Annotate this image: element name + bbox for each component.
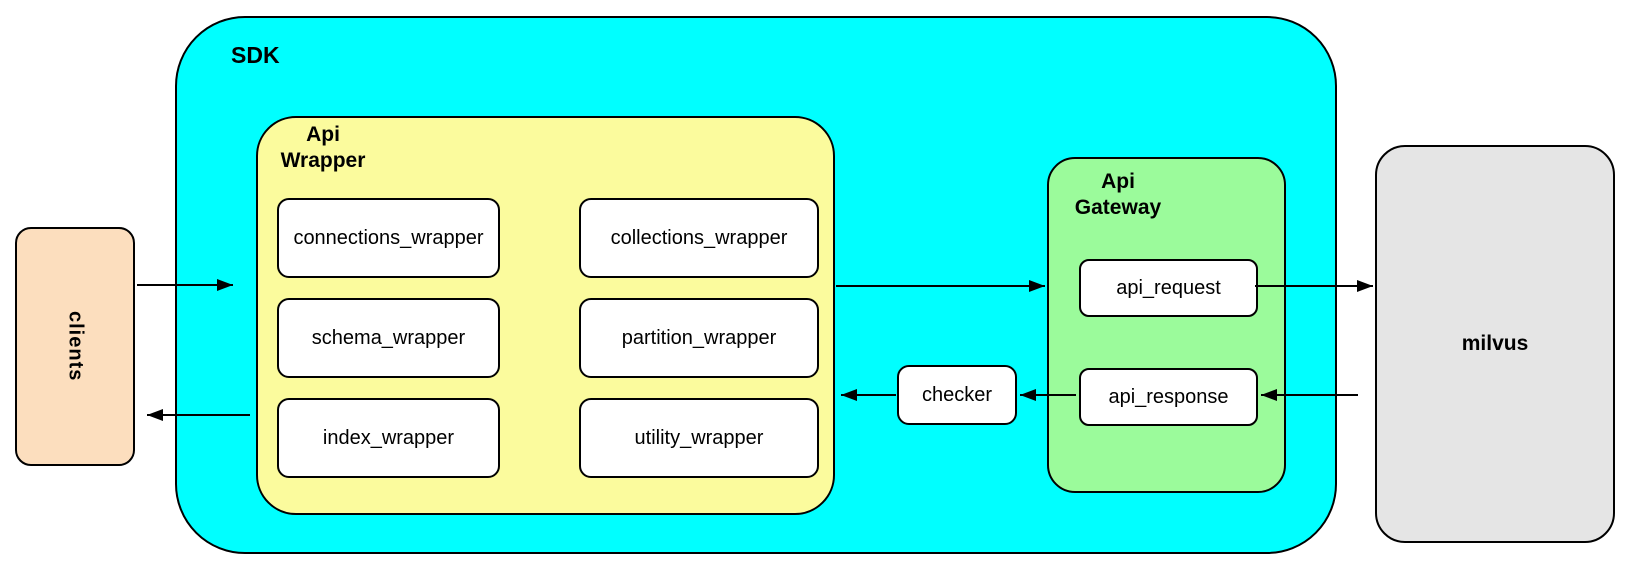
node-clients: clients — [15, 227, 135, 466]
node-label: schema_wrapper — [311, 326, 466, 349]
node-milvus: milvus — [1375, 145, 1615, 543]
api-gateway-label: Api Gateway — [1074, 170, 1162, 219]
node-label: utility_wrapper — [634, 426, 764, 449]
node-label: connections_wrapper — [293, 226, 484, 249]
node-label: collections_wrapper — [610, 226, 788, 249]
node-label: api_response — [1108, 385, 1229, 408]
node-index-wrapper: index_wrapper — [277, 398, 500, 478]
node-checker: checker — [897, 365, 1017, 425]
node-utility-wrapper: utility_wrapper — [579, 398, 819, 478]
node-api-request: api_request — [1079, 259, 1258, 317]
node-label: index_wrapper — [322, 426, 455, 449]
node-connections-wrapper: connections_wrapper — [277, 198, 500, 278]
sdk-label: SDK — [231, 42, 280, 68]
node-schema-wrapper: schema_wrapper — [277, 298, 500, 378]
node-api-response: api_response — [1079, 368, 1258, 426]
api-wrapper-label: Api Wrapper — [280, 123, 366, 172]
milvus-label: milvus — [1461, 332, 1529, 355]
clients-label: clients — [64, 311, 87, 382]
api-gateway-container: Api Gateway api_request api_response — [1047, 157, 1286, 493]
node-partition-wrapper: partition_wrapper — [579, 298, 819, 378]
node-label: partition_wrapper — [621, 326, 777, 349]
api-wrapper-container: Api Wrapper connections_wrapper collecti… — [256, 116, 835, 515]
node-collections-wrapper: collections_wrapper — [579, 198, 819, 278]
node-label: api_request — [1116, 276, 1221, 299]
node-label: checker — [921, 383, 993, 406]
